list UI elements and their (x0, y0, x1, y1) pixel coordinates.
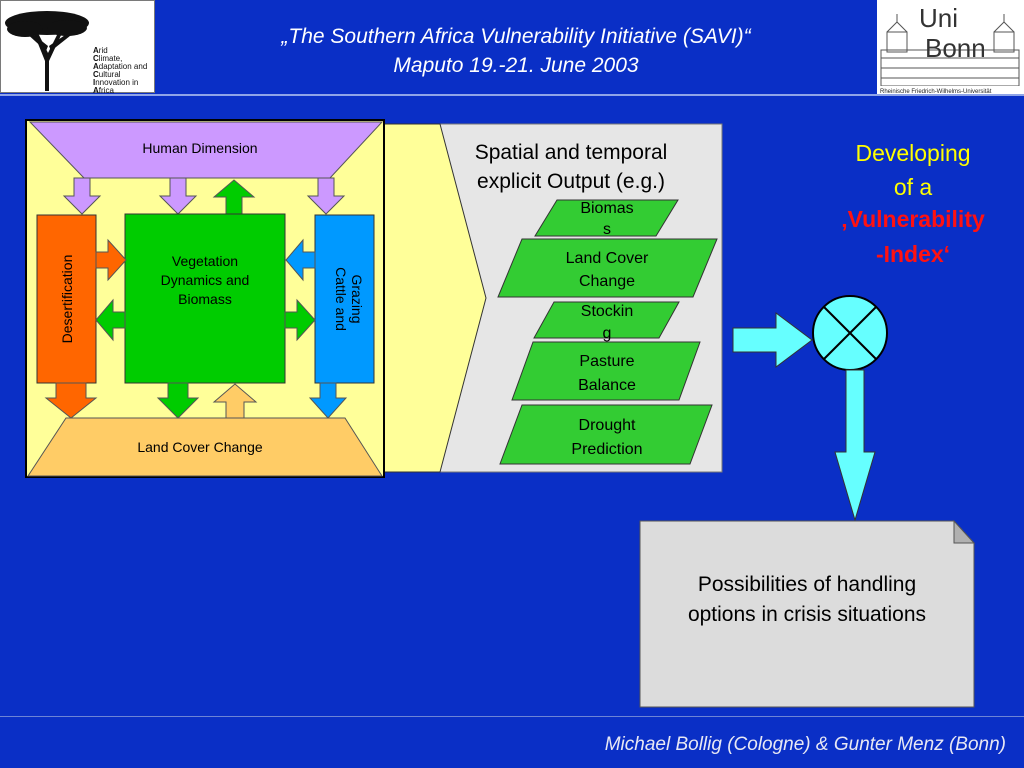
output-item-label: Stockin (581, 303, 633, 320)
cattle-grazing-label-line1: Cattle and (333, 267, 349, 331)
blue-arrow-down (308, 382, 348, 419)
output-item-label: Drought (579, 417, 636, 434)
vegetation-label-line3: Biomass (178, 291, 232, 307)
orange-arrow-right (95, 238, 127, 282)
footer-divider (0, 716, 1024, 717)
tan-arrow-up (212, 383, 258, 419)
cyan-arrow-right (732, 312, 813, 368)
land-cover-change-shape (27, 417, 383, 477)
header-divider (0, 94, 1024, 96)
options-line1: Possibilities of handling (697, 573, 917, 596)
svg-text:Rheinische Friedrich-Wilhelms-: Rheinische Friedrich-Wilhelms-Universitä… (880, 89, 992, 95)
output-item-biomass (534, 199, 679, 237)
acacia-tree-icon: Arid Climate, Adaptation and Cultural In… (5, 11, 147, 95)
desertification-box (36, 214, 97, 384)
output-item-label: Change (579, 273, 635, 290)
svg-text:Innovation in: Innovation in (93, 78, 138, 87)
developing-caption: Developing of a ‚Vulnerability -Index‘ (841, 140, 985, 267)
svg-text:Cultural: Cultural (93, 70, 121, 79)
slide-header: „The Southern Africa Vulnerability Initi… (160, 22, 872, 80)
svg-text:Developing: Developing (855, 140, 970, 166)
human-dimension-label: Human Dimension (142, 140, 257, 156)
svg-text:Africa: Africa (93, 86, 114, 94)
land-cover-change-label: Land Cover Change (137, 439, 263, 455)
cattle-grazing-box (314, 214, 375, 384)
svg-text:Bonn: Bonn (925, 33, 986, 63)
output-heading-line2: explicit Output (e.g.) (477, 170, 665, 193)
desertification-label: Desertification (59, 255, 75, 344)
header-title-line2: Maputo 19.-21. June 2003 (393, 54, 639, 77)
output-item-label: Balance (578, 377, 636, 394)
green-arrow-up (212, 179, 256, 215)
options-line2: options in crisis situations (687, 603, 927, 626)
svg-text:‚Vulnerability: ‚Vulnerability (841, 206, 985, 232)
acacia-logo: Arid Climate, Adaptation and Cultural In… (0, 0, 155, 95)
options-note-box (639, 520, 975, 708)
output-item-label: Pasture (579, 353, 634, 370)
output-item-stocking (533, 301, 680, 339)
output-item-label: Prediction (571, 441, 642, 458)
svg-text:Adaptation and: Adaptation and (93, 62, 147, 71)
vegetation-label-line1: Vegetation (172, 253, 238, 269)
svg-text:of a: of a (894, 174, 933, 200)
output-heading-line1: Spatial and temporal (475, 141, 668, 164)
cattle-grazing-label-line2: Grazing (349, 274, 365, 323)
output-item-label: s (603, 221, 611, 238)
green-arrow-right (284, 298, 316, 342)
university-building-icon: Uni Bonn Rheinische Friedrich-Wilhelms-U… (877, 3, 1024, 95)
vegetation-label-line2: Dynamics and (161, 272, 250, 288)
blue-arrow-left (285, 238, 316, 282)
output-item-pasture-balance (511, 341, 701, 401)
svg-text:Uni: Uni (919, 3, 958, 33)
options-note-text: Possibilities of handling options in cri… (650, 570, 964, 630)
uni-bonn-logo: Uni Bonn Rheinische Friedrich-Wilhelms-U… (877, 0, 1024, 95)
output-item-drought-prediction (499, 404, 713, 465)
output-item-label: g (603, 325, 612, 342)
footer-credits: Michael Bollig (Cologne) & Gunter Menz (… (604, 734, 1006, 755)
header-title-line1: „The Southern Africa Vulnerability Initi… (281, 25, 751, 48)
green-arrow-down (156, 382, 200, 419)
purple-arrows (62, 177, 346, 215)
output-item-label: Biomas (580, 200, 633, 217)
cyan-arrow-down (834, 369, 876, 522)
output-item-label: Land Cover (566, 250, 649, 267)
svg-text:Climate,: Climate, (93, 54, 122, 63)
green-arrow-left (95, 298, 126, 342)
svg-text:-Index‘: -Index‘ (876, 241, 950, 267)
orange-arrow-down (44, 382, 98, 419)
summing-junction-icon (812, 295, 888, 371)
svg-text:Arid: Arid (93, 46, 108, 55)
output-item-land-cover-change (497, 238, 718, 298)
note-fold-corner (953, 519, 976, 544)
vegetation-box (124, 213, 286, 384)
